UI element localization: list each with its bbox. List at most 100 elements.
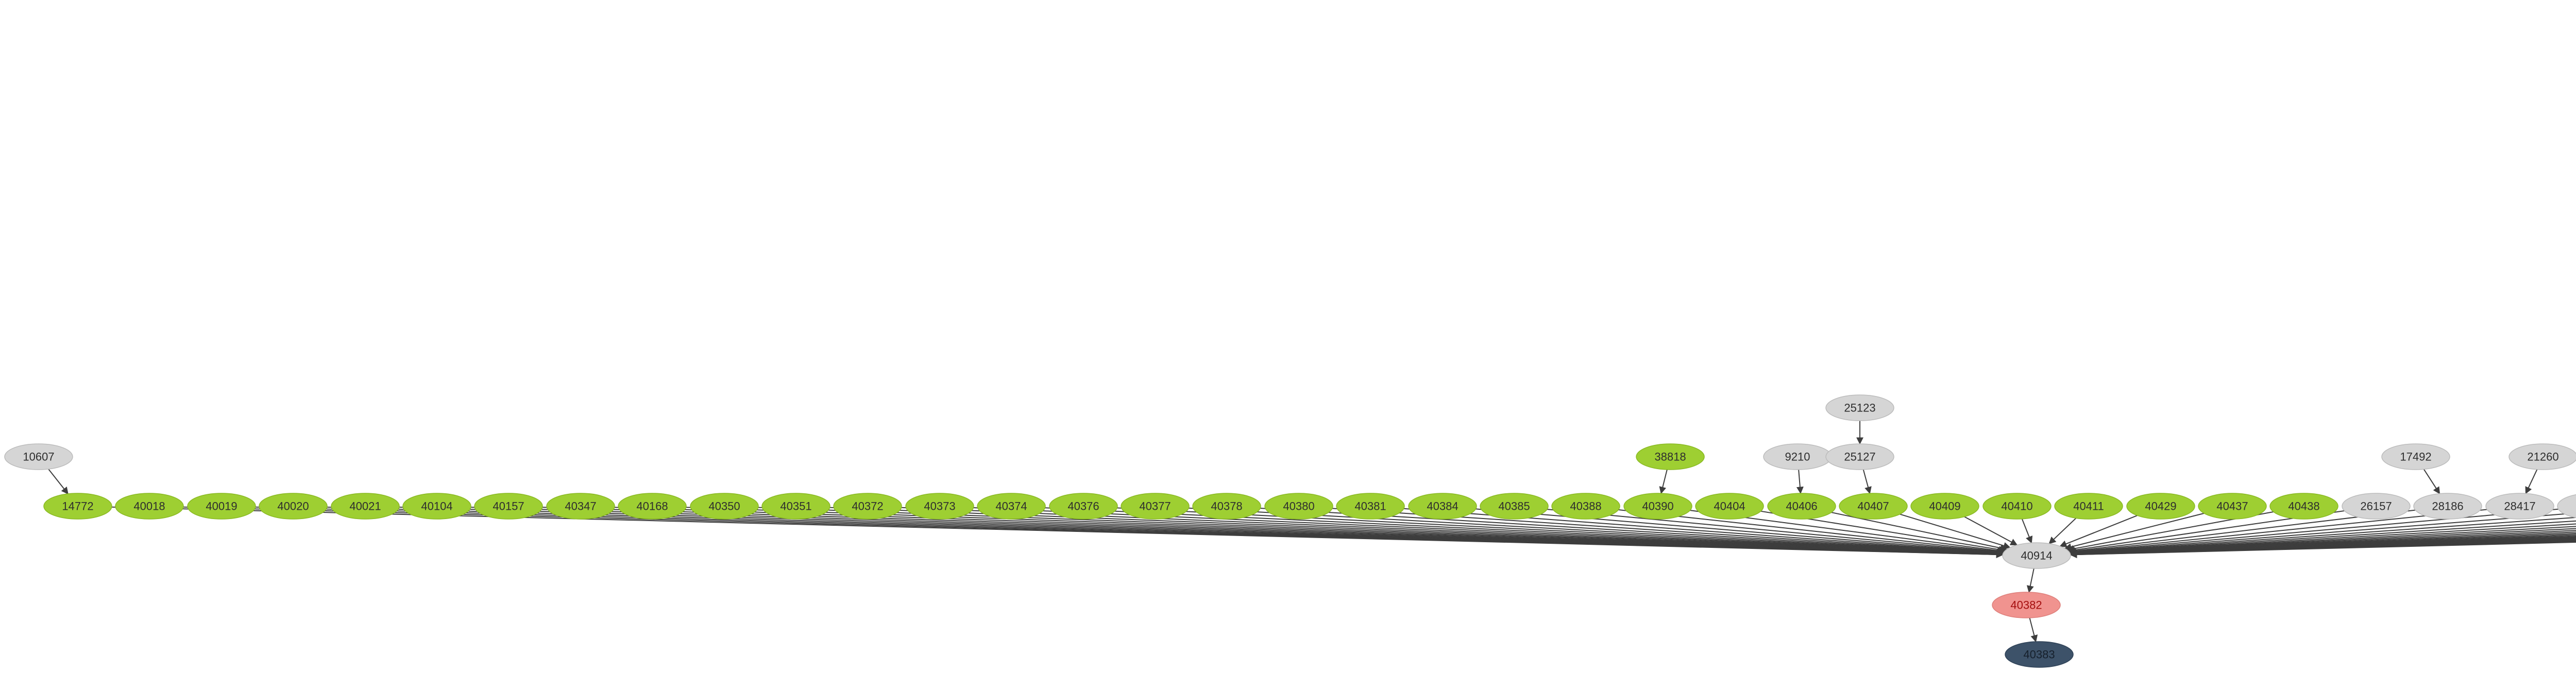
node-ellipse-40372 [833, 493, 902, 520]
node-ellipse-40157 [474, 493, 543, 520]
node-25127: 25127 [1825, 443, 1894, 470]
node-ellipse-40385 [1480, 493, 1549, 520]
edge-36356-to-40914 [2070, 530, 2576, 558]
node-ellipse-40390 [1623, 493, 1692, 520]
node-40378: 40378 [1192, 493, 1261, 520]
node-40377: 40377 [1121, 493, 1190, 520]
node-ellipse-40350 [690, 493, 759, 520]
node-ellipse-40437 [2198, 493, 2267, 520]
node-ellipse-9210 [1763, 443, 1832, 470]
node-ellipse-40411 [2054, 493, 2123, 520]
edge-40376-to-40914 [1117, 507, 2004, 557]
node-40407: 40407 [1839, 493, 1908, 520]
node-25123: 25123 [1825, 394, 1894, 421]
node-ellipse-40018 [115, 493, 184, 520]
edge-40387-to-40914 [2070, 542, 2576, 559]
node-ellipse-40019 [187, 493, 256, 520]
node-28186: 28186 [2413, 493, 2482, 520]
node-9210: 9210 [1763, 443, 1832, 470]
node-ellipse-40438 [2269, 493, 2338, 520]
node-ellipse-40351 [761, 493, 831, 520]
node-40021: 40021 [331, 493, 400, 520]
node-ellipse-17492 [2381, 443, 2450, 470]
node-40381: 40381 [1336, 493, 1405, 520]
node-ellipse-40388 [1551, 493, 1620, 520]
node-ellipse-40914 [2002, 542, 2071, 569]
node-ellipse-14772 [43, 493, 112, 520]
node-40914: 40914 [2002, 542, 2071, 569]
node-40019: 40019 [187, 493, 256, 520]
node-26892: 26892 [2557, 494, 2576, 519]
node-40157: 40157 [474, 493, 543, 520]
node-ellipse-40020 [259, 493, 328, 520]
node-ellipse-28417 [2485, 493, 2554, 520]
edge-40410-to-40914 [2021, 519, 2033, 544]
edge-10607-to-14772 [48, 469, 69, 495]
node-ellipse-40383 [2005, 641, 2074, 668]
node-ellipse-10607 [4, 443, 73, 470]
node-38818: 38818 [1636, 443, 1705, 470]
node-ellipse-28186 [2413, 493, 2482, 520]
node-40390: 40390 [1623, 493, 1692, 520]
edge-26892-to-40914 [2069, 508, 2558, 556]
edge-40429-to-40914 [2059, 515, 2138, 547]
edge-21260-to-28417 [2525, 469, 2538, 494]
node-40388: 40388 [1551, 493, 1620, 520]
node-40347: 40347 [546, 493, 615, 520]
edge-25127-to-40407 [1862, 469, 1872, 494]
node-40429: 40429 [2126, 493, 2195, 520]
node-ellipse-25127 [1825, 443, 1894, 470]
edge-34697-to-40914 [2069, 526, 2576, 557]
edge-40437-to-40914 [2064, 512, 2205, 550]
node-ellipse-40406 [1767, 493, 1836, 520]
node-40382: 40382 [1992, 592, 2061, 618]
node-ellipse-40384 [1408, 493, 1477, 520]
node-40376: 40376 [1049, 493, 1118, 520]
node-40411: 40411 [2054, 493, 2123, 520]
node-ellipse-40381 [1336, 493, 1405, 520]
edge-30731-to-40914 [2069, 523, 2576, 557]
node-ellipse-40168 [618, 493, 687, 520]
node-ellipse-40347 [546, 493, 615, 520]
edge-38818-to-40390 [1659, 469, 1668, 494]
node-ellipse-40376 [1049, 493, 1118, 520]
node-40404: 40404 [1695, 493, 1764, 520]
edge-34838-to-40914 [2070, 528, 2576, 558]
edge-29315-to-40914 [2069, 520, 2576, 557]
node-40351: 40351 [761, 493, 831, 520]
edge-40406-to-40914 [1831, 512, 2008, 552]
node-40385: 40385 [1480, 493, 1549, 520]
edge-40385-to-40914 [1547, 509, 2005, 556]
node-40384: 40384 [1408, 493, 1477, 520]
node-ellipse-40407 [1839, 493, 1908, 520]
node-40168: 40168 [618, 493, 687, 520]
edge-40407-to-40914 [1900, 513, 2011, 549]
edge-17492-to-28186 [2423, 469, 2441, 494]
node-17492: 17492 [2381, 443, 2450, 470]
node-40018: 40018 [115, 493, 184, 520]
node-ellipse-21260 [2509, 443, 2576, 470]
edge-40377-to-40914 [1189, 507, 2004, 557]
node-ellipse-40429 [2126, 493, 2195, 520]
edge-40382-to-40383 [2029, 617, 2038, 643]
edge-40914-to-40382 [2026, 568, 2035, 593]
node-ellipse-40404 [1695, 493, 1764, 520]
edge-36917-to-40914 [2070, 531, 2576, 558]
node-ellipse-38818 [1636, 443, 1705, 470]
node-ellipse-40021 [331, 493, 400, 520]
node-40020: 40020 [259, 493, 328, 520]
node-40350: 40350 [690, 493, 759, 520]
node-ellipse-40373 [905, 493, 974, 520]
edge-40411-to-40914 [2048, 517, 2077, 544]
node-26157: 26157 [2342, 493, 2411, 520]
node-28417: 28417 [2485, 493, 2554, 520]
edge-9210-to-40406 [1796, 469, 1804, 494]
node-ellipse-40410 [1982, 493, 2052, 520]
node-40383: 40383 [2005, 641, 2074, 668]
node-ellipse-40377 [1121, 493, 1190, 520]
node-ellipse-40382 [1992, 592, 2061, 618]
edge-28417-to-40914 [2069, 509, 2487, 556]
node-40409: 40409 [1910, 493, 1979, 520]
